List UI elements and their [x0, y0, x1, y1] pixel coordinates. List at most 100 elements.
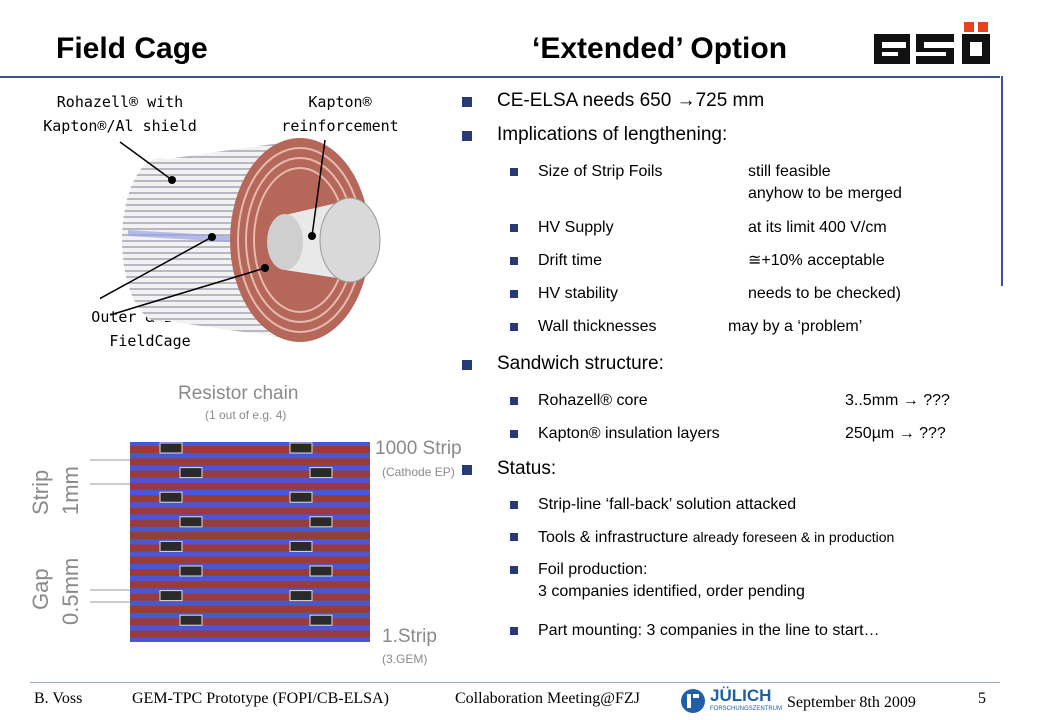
resistor [159, 540, 183, 552]
kapton-label-line2: reinforcement [281, 117, 399, 135]
strip-axis-label: Strip [28, 469, 53, 515]
strip-line [130, 581, 370, 589]
julich-mark-icon [681, 689, 705, 713]
wall-thickness-item: Wall thicknesses [538, 318, 657, 335]
resistor [159, 491, 183, 503]
hv-stability-item: HV stability [538, 285, 619, 302]
resistor [179, 516, 203, 528]
kapton-layers-item: Kapton® insulation layers [538, 425, 720, 442]
strip-line [130, 618, 370, 626]
gap-size-label: 0.5mm [58, 557, 83, 625]
strip-line [130, 532, 370, 540]
cathode-label: (Cathode EP) [382, 465, 455, 479]
part-mounting-item: Part mounting: 3 companies in the line t… [538, 622, 880, 639]
bullet-marker [462, 465, 472, 475]
strip-line-item: Strip-line ‘fall-back’ solution attacked [538, 496, 797, 513]
drift-time-value: ≅+10% acceptable [748, 252, 885, 269]
resistor-chain-subtitle: (1 out of e.g. 4) [205, 408, 287, 422]
strip-line [130, 507, 370, 515]
resistor-chain-diagram [90, 440, 380, 650]
tools-item-main: Tools & infrastructure [538, 529, 689, 546]
footer-divider [30, 682, 1000, 683]
footer-date: September 8th 2009 [787, 694, 916, 711]
outer-inner-label-line2: FieldCage [109, 332, 191, 350]
hv-stability-value: needs to be checked) [748, 285, 901, 302]
strip-line [130, 593, 370, 601]
resistor [309, 614, 333, 626]
sub-bullet-marker [510, 566, 518, 574]
kapton-label-line1: Kapton® [308, 93, 372, 111]
right-divider [1001, 76, 1003, 286]
footer-meeting: Collaboration Meeting@FZJ [455, 690, 640, 707]
rohazell-core-value: 3..5mm → ??? [845, 392, 950, 409]
bullet-sandwich: Sandwich structure: [497, 353, 664, 374]
kapton-label: Kapton® reinforcement [255, 90, 425, 138]
sub-bullet-marker [510, 430, 518, 438]
strip-1000-label: 1000 Strip [375, 438, 462, 459]
julich-logo-subtext: FORSCHUNGSZENTRUM [710, 706, 782, 712]
strip-line [130, 470, 370, 478]
resistor-chain-title: Resistor chain [178, 383, 299, 404]
kapton-layers-value: 250µm → ??? [845, 425, 946, 442]
strip-line [130, 458, 370, 466]
resistor [309, 516, 333, 528]
bullet-ce-elsa: CE-ELSA needs 650 →725 mm [497, 90, 765, 111]
julich-logo-text: JÜLICH [710, 686, 772, 705]
page-title: Field Cage [56, 32, 208, 65]
gap-axis-label: Gap [28, 568, 53, 610]
drift-time-item: Drift time [538, 252, 602, 269]
rohazell-label-line1: Rohazell® with [56, 93, 184, 111]
footer-page-number: 5 [978, 690, 986, 707]
resistor [179, 467, 203, 479]
strip-line [130, 630, 370, 638]
strip-line [130, 482, 370, 490]
sub-bullet-marker [510, 224, 518, 232]
page-subtitle: ‘Extended’ Option [532, 32, 788, 65]
bullet-implications: Implications of lengthening: [497, 124, 728, 145]
resistor [309, 467, 333, 479]
strip-line [130, 519, 370, 527]
rohazell-label-line2: Kapton®/Al shield [43, 117, 197, 135]
sub-bullet-marker [510, 501, 518, 509]
julich-logo: JÜLICH FORSCHUNGSZENTRUM [680, 686, 782, 716]
strip-foils-note: anyhow to be merged [748, 185, 902, 202]
strip-line [130, 544, 370, 552]
footer-author: B. Voss [34, 690, 83, 707]
foil-production-detail: 3 companies identified, order pending [538, 583, 805, 600]
resistor [159, 590, 183, 602]
hv-supply-item: HV Supply [538, 219, 614, 236]
sub-bullet-marker [510, 290, 518, 298]
resistor [289, 491, 313, 503]
resistor [159, 442, 183, 454]
gsi-logo [874, 22, 1006, 68]
hv-supply-value: at its limit 400 V/cm [748, 219, 887, 236]
rohazell-core-item: Rohazell® core [538, 392, 648, 409]
tools-item-detail: already foreseen & in production [692, 529, 895, 545]
bullet-marker [462, 97, 472, 107]
sub-bullet-marker [510, 397, 518, 405]
sub-bullet-marker [510, 627, 518, 635]
resistor [289, 442, 313, 454]
strip-size-label: 1mm [58, 466, 83, 515]
sub-bullet-marker [510, 533, 518, 541]
strip-foils-value: still feasible [748, 163, 831, 180]
resistor [289, 590, 313, 602]
sub-bullet-marker [510, 257, 518, 265]
rohazell-label: Rohazell® with Kapton®/Al shield [30, 90, 210, 138]
strip-line [130, 605, 370, 613]
tools-item: Tools & infrastructure already foreseen … [538, 526, 894, 549]
foil-production-item: Foil production: [538, 561, 648, 578]
strip-line [130, 446, 370, 453]
resistor [179, 614, 203, 626]
gem3-label: (3.GEM) [382, 652, 428, 666]
sub-bullet-marker [510, 323, 518, 331]
strip-foils-item: Size of Strip Foils [538, 163, 663, 180]
strip-line [130, 556, 370, 564]
bullet-status: Status: [497, 458, 557, 479]
sub-bullet-marker [510, 168, 518, 176]
bullet-marker [462, 360, 472, 370]
strip-line [130, 495, 370, 503]
strip-1-label: 1.Strip [382, 626, 437, 647]
resistor [289, 540, 313, 552]
wall-thickness-value: may by a ‘problem’ [728, 318, 863, 335]
